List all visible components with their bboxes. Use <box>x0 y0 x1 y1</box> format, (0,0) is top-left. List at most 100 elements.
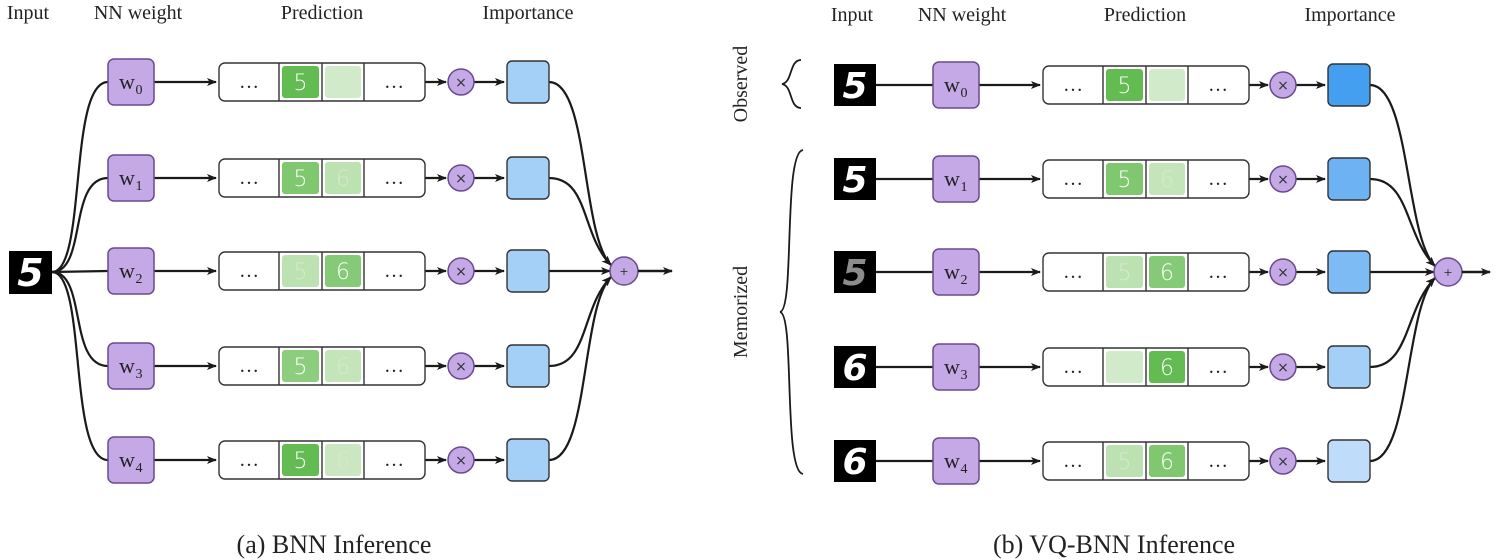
prob-cell-6-3 <box>325 350 361 382</box>
multiply-symbol-4: × <box>1277 454 1289 470</box>
panel-a-plus-symbol: + <box>619 265 628 278</box>
importance-box-1 <box>1327 157 1371 201</box>
prob-cell-6-1 <box>1149 163 1185 195</box>
multiply-symbol-2: × <box>455 264 467 280</box>
input-image-2: 5 <box>834 251 876 294</box>
digit-6-label-0: 6 <box>1160 74 1174 99</box>
digit-5-label-1: 5 <box>1118 168 1132 193</box>
weight-subscript-3: 3 <box>136 367 143 382</box>
ellipsis-right-1: … <box>1208 168 1228 190</box>
weight-subscript-0: 0 <box>136 83 143 98</box>
ellipsis-left-3: … <box>239 355 259 377</box>
multiply-symbol-3: × <box>1277 360 1289 376</box>
prob-cell-5-3 <box>1106 351 1143 383</box>
multiply-symbol-1: × <box>455 171 467 187</box>
prob-cell-6-1 <box>325 162 361 194</box>
input-digit-2: 5 <box>842 253 867 294</box>
panel-a-connectors <box>51 78 612 464</box>
prob-cell-5-4 <box>282 444 319 476</box>
multiply-node-3: × <box>447 352 475 380</box>
ellipsis-left-4: … <box>239 449 259 471</box>
prob-cell-5-2 <box>1106 256 1143 288</box>
digit-6-label-4: 6 <box>1160 450 1174 475</box>
prob-cell-6-2 <box>325 255 361 287</box>
ellipsis-left-2: … <box>1063 261 1083 283</box>
input-image-4: 6 <box>834 440 876 483</box>
multiply-node-0: × <box>447 68 475 96</box>
prob-cell-5-1 <box>282 162 319 194</box>
multiply-symbol-4: × <box>455 453 467 469</box>
ellipsis-right-2: … <box>384 260 404 282</box>
prob-cell-5-0 <box>282 66 319 98</box>
multiply-node-0: × <box>1269 71 1297 99</box>
weight-subscript-0: 0 <box>961 86 968 101</box>
panel-a-sum-node: + <box>609 256 673 286</box>
ellipsis-left-1: … <box>1063 168 1083 190</box>
ellipsis-right-2: … <box>1208 261 1228 283</box>
digit-6-label-1: 6 <box>1160 168 1174 193</box>
ellipsis-left-1: … <box>239 167 259 189</box>
prob-cell-6-4 <box>325 444 361 476</box>
digit-5-label-4: 5 <box>294 449 308 474</box>
multiply-symbol-0: × <box>1277 78 1289 94</box>
prob-cell-5-1 <box>1106 163 1143 195</box>
multiply-symbol-2: × <box>1277 265 1289 281</box>
digit-5-label-2: 5 <box>294 260 308 285</box>
panel-b-connectors <box>876 81 1436 465</box>
ellipsis-right-3: … <box>1208 356 1228 378</box>
multiply-node-1: × <box>447 164 475 192</box>
weight-label-0: w <box>119 69 135 94</box>
ellipsis-left-2: … <box>239 260 259 282</box>
multiply-symbol-0: × <box>455 75 467 91</box>
input-digit-1: 5 <box>842 160 867 201</box>
prob-cell-6-3 <box>1149 351 1185 383</box>
importance-box-3 <box>506 344 550 388</box>
prob-cell-5-4 <box>1106 445 1143 477</box>
digit-5-label-1: 5 <box>294 167 308 192</box>
weight-label-3: w <box>119 353 135 378</box>
digit-5-label-3: 5 <box>1118 356 1132 381</box>
panel-a-input-image: 5 <box>9 251 52 295</box>
memorized-label: Memorized <box>730 266 752 358</box>
multiply-node-4: × <box>447 446 475 474</box>
prediction-bar-2: … … 5 6 <box>218 251 426 291</box>
input-image-3: 6 <box>834 346 876 389</box>
ellipsis-right-0: … <box>384 71 404 93</box>
ellipsis-left-3: … <box>1063 356 1083 378</box>
multiply-node-2: × <box>1269 258 1297 286</box>
input-digit-3: 6 <box>842 348 867 389</box>
multiply-node-3: × <box>1269 353 1297 381</box>
ellipsis-left-0: … <box>1063 74 1083 96</box>
prob-cell-6-0 <box>325 66 361 98</box>
observed-brace <box>781 59 802 109</box>
prob-cell-5-0 <box>1106 69 1143 101</box>
input-image-0: 5 <box>834 64 876 107</box>
weight-label-2: w <box>119 258 135 283</box>
digit-6-label-2: 6 <box>336 260 350 285</box>
panel-a: Input NN weight Prediction Importance (a… <box>7 2 673 559</box>
input-image-1: 5 <box>834 158 876 201</box>
panel-a-header-importance: Importance <box>482 2 573 24</box>
weight-label-2: w <box>944 259 960 284</box>
weight-label-4: w <box>119 447 135 472</box>
multiply-node-1: × <box>1269 165 1297 193</box>
